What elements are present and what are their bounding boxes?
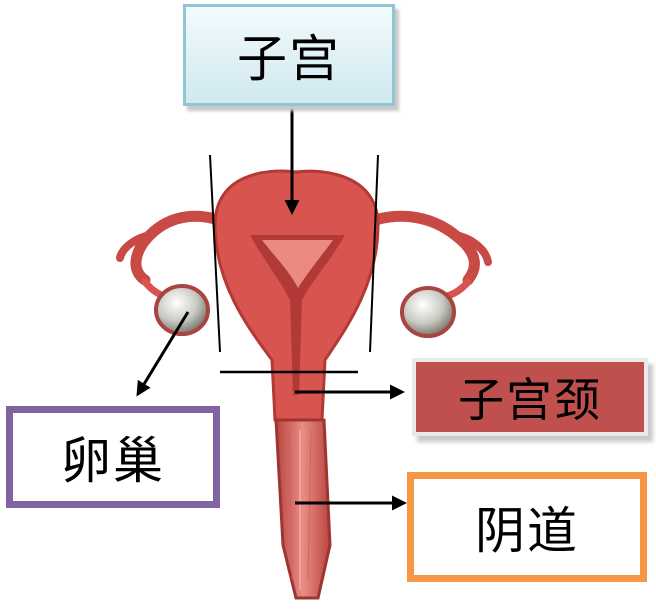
uterus-bracket-left — [209, 154, 221, 353]
ovary-pointer-arrow — [136, 311, 190, 397]
vagina-tube — [274, 418, 332, 600]
uterus-label: 子宫 — [237, 30, 341, 88]
cervix-label: 子宫颈 — [458, 373, 602, 427]
uterine-cavity — [250, 235, 345, 395]
cervix-label-box: 子宫颈 — [412, 358, 648, 436]
right-fallopian-tube — [356, 210, 492, 301]
vagina-label: 阴道 — [475, 502, 579, 560]
uterus-bracket-right — [369, 154, 379, 353]
vagina-label-box: 阴道 — [407, 472, 647, 582]
left-ovary — [154, 284, 210, 336]
ovary-label-box: 卵巢 — [6, 406, 220, 508]
ovary-label: 卵巢 — [61, 432, 165, 490]
right-ovary — [400, 286, 456, 338]
uterus-label-box: 子宫 — [183, 4, 395, 106]
